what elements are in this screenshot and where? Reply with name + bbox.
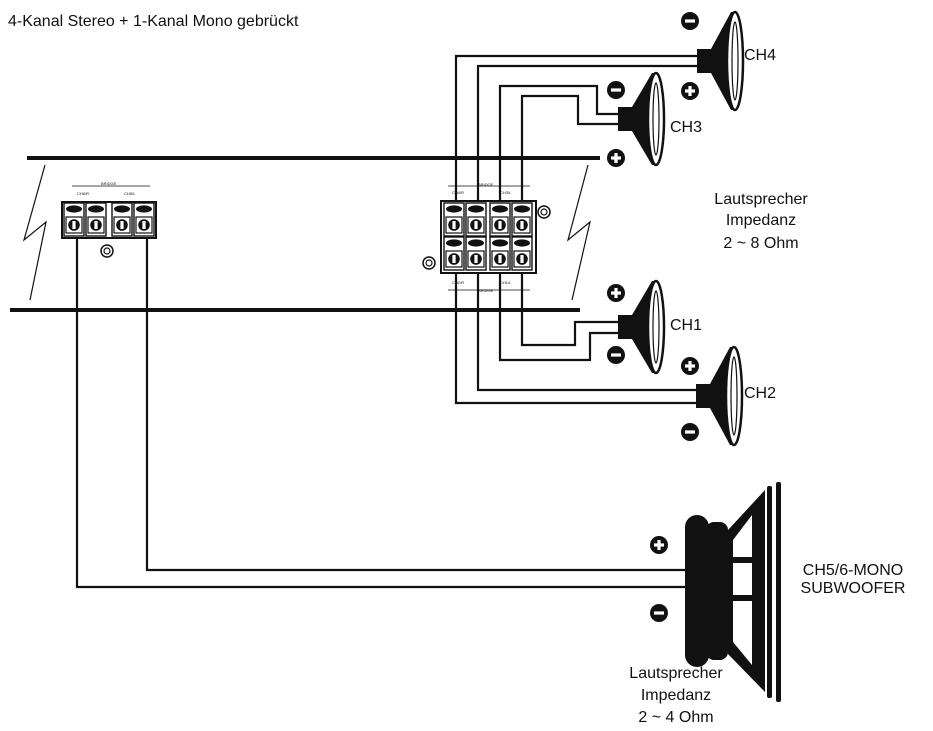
ch2-minus-icon — [681, 423, 699, 441]
subwoofer-label-line2: SUBWOOFER — [801, 580, 906, 597]
diagram-title: 4-Kanal Stereo + 1-Kanal Mono gebrückt — [8, 13, 299, 30]
impedance-bottom-line2: Impedanz — [641, 687, 711, 704]
left-ch6r-label: CH6/R — [77, 191, 89, 196]
sub-minus-icon — [650, 604, 668, 622]
ch2-plus-icon — [681, 357, 699, 375]
left-ch5l-label: CH5/L — [124, 191, 136, 196]
top-bridge-label: BRIDGE — [478, 182, 494, 187]
speaker-label-ch1: CH1 — [670, 317, 702, 334]
bottom-bridge-label: BRIDGE — [478, 288, 494, 293]
speaker-ch4 — [697, 10, 745, 112]
speaker-label-ch4: CH4 — [744, 47, 776, 64]
ch4-minus-icon — [681, 12, 699, 30]
ch3-minus-icon — [607, 81, 625, 99]
subwoofer-label-line1: CH5/6-MONO — [803, 562, 903, 579]
bottom-ch2r-label: CH2/R — [452, 280, 464, 285]
impedance-note-top: Lautsprecher Impedanz 2 ~ 8 Ohm — [714, 191, 808, 252]
impedance-top-line3: 2 ~ 8 Ohm — [723, 235, 798, 252]
sub-plus-icon — [650, 536, 668, 554]
impedance-bottom-line1: Lautsprecher — [629, 665, 723, 682]
top-ch4r-label: CH4/R — [452, 190, 464, 195]
ch3-plus-icon — [607, 149, 625, 167]
speaker-label-ch2: CH2 — [744, 385, 776, 402]
ch4-plus-icon — [681, 82, 699, 100]
speaker-wires — [75, 54, 697, 589]
impedance-bottom-line3: 2 ~ 4 Ohm — [638, 709, 713, 726]
amplifier-chassis — [10, 156, 600, 312]
top-ch3l-label: CH3/L — [500, 190, 512, 195]
impedance-top-line2: Impedanz — [726, 212, 796, 229]
ch1-plus-icon — [607, 284, 625, 302]
speaker-ch3 — [618, 71, 666, 167]
right-terminal-block: BRIDGE CH4/R CH3/L CH2/R CH1/L BRIDGE — [422, 182, 551, 293]
left-terminal-block: BRIDGE CH6/R CH5/L — [61, 181, 157, 258]
speaker-label-ch3: CH3 — [670, 119, 702, 136]
ch1-minus-icon — [607, 346, 625, 364]
left-bridge-label: BRIDGE — [101, 181, 117, 186]
speaker-ch2 — [696, 345, 744, 447]
impedance-note-bottom: Lautsprecher Impedanz 2 ~ 4 Ohm — [629, 665, 723, 726]
subwoofer — [685, 482, 781, 702]
speaker-ch1 — [618, 279, 666, 375]
bottom-ch1l-label: CH1/L — [500, 280, 512, 285]
impedance-top-line1: Lautsprecher — [714, 191, 808, 208]
